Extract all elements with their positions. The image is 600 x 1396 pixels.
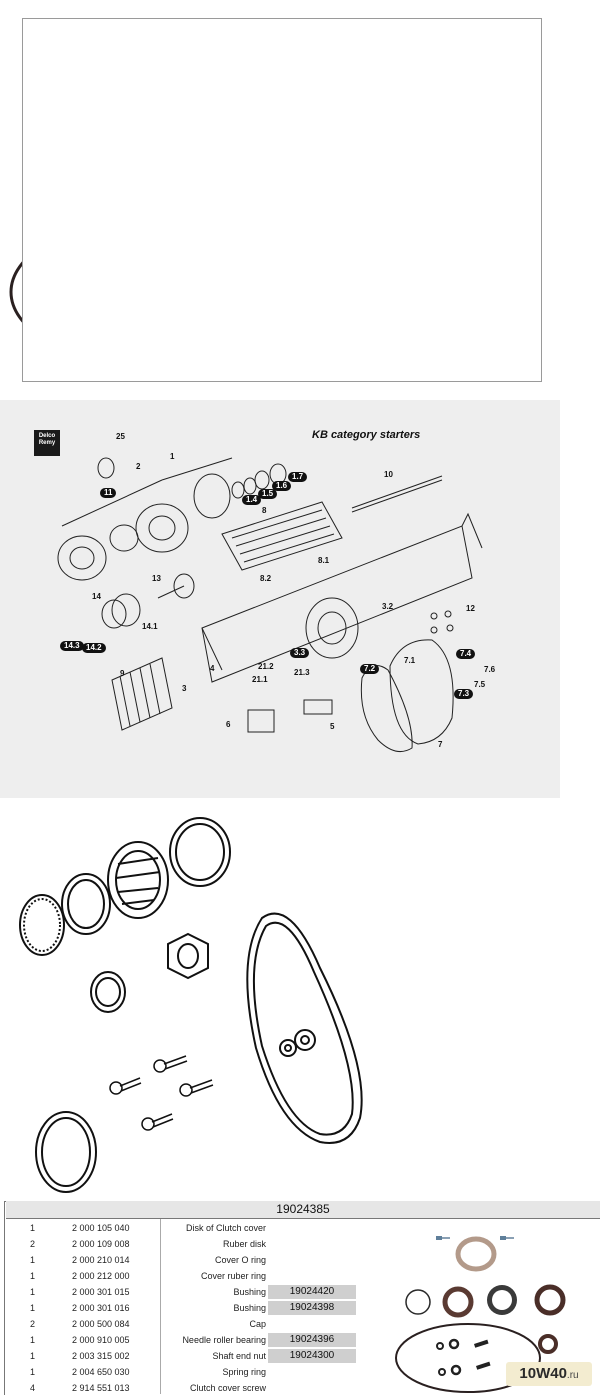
clutch-cover-screw (153, 1055, 188, 1073)
quantity-cell: 1 (30, 1255, 36, 1265)
part-code-cell: 2 000 301 015 (72, 1287, 130, 1297)
description-cell: Spring ring (222, 1367, 266, 1377)
spring-ring (19, 894, 65, 956)
quantity-cell: 2 (30, 1239, 36, 1249)
part-code-cell: 2 004 650 030 (72, 1367, 130, 1377)
part-code-cell: 2 000 109 008 (72, 1239, 130, 1249)
exploded-diagram (22, 18, 542, 382)
description-cell: Bushing (233, 1287, 266, 1297)
clutch-cover-screw (179, 1079, 214, 1097)
column-divider (160, 1219, 161, 1394)
part-code-cell: 2 000 910 005 (72, 1335, 130, 1345)
diagram-title: KB category starters (312, 429, 421, 441)
bolt-icon (436, 1236, 450, 1240)
quantity-cell: 1 (30, 1223, 36, 1233)
shaft-end-nut (167, 932, 209, 980)
clutch-cover-disk (35, 1111, 97, 1193)
table-row: 1 2 000 105 040 Disk of Clutch cover (6, 1220, 600, 1236)
description-cell: Bushing (233, 1303, 266, 1313)
large-o-ring (246, 912, 363, 1144)
description-cell: Disk of Clutch cover (185, 1223, 266, 1233)
clutch-cover-disk (455, 1236, 497, 1272)
part-code-cell: 2 000 105 040 (72, 1223, 130, 1233)
reference-number-cell: 19024398 (268, 1301, 356, 1315)
quantity-cell: 1 (30, 1287, 36, 1297)
part-code-cell: 2 914 551 013 (72, 1383, 130, 1393)
table-row: 1 2 004 650 030 Spring ring (6, 1364, 600, 1380)
kit-number-header: 19024385 (6, 1201, 600, 1219)
table-row: 1 2 000 210 014 Cover O ring (6, 1252, 600, 1268)
kit-thumbnail (395, 1236, 566, 1393)
quantity-cell: 1 (30, 1303, 36, 1313)
reference-number-cell: 19024396 (268, 1333, 356, 1347)
reference-number-cell: 19024420 (268, 1285, 356, 1299)
part-code-cell: 2 003 315 002 (72, 1351, 130, 1361)
table-row: 4 2 914 551 013 Clutch cover screw (6, 1380, 600, 1396)
cover-ruber-ring (61, 873, 111, 935)
exploded-diagram-panel (0, 400, 560, 798)
quantity-cell: 1 (30, 1351, 36, 1361)
part-code-cell: 2 000 500 084 (72, 1319, 130, 1329)
bushing-drawing (90, 971, 126, 1013)
description-cell: Cover O ring (214, 1255, 266, 1265)
delco-remy-logo: Delco Remy (34, 430, 60, 456)
description-cell: Clutch cover screw (189, 1383, 266, 1393)
quantity-cell: 1 (30, 1271, 36, 1281)
bushing-drawing (169, 817, 231, 887)
description-cell: Shaft end nut (212, 1351, 266, 1361)
table-row: 1 2 000 212 000 Cover ruber ring (6, 1268, 600, 1284)
reference-number-cell: 19024300 (268, 1349, 356, 1363)
quantity-cell: 2 (30, 1319, 36, 1329)
clutch-cover-screw (141, 1113, 174, 1131)
seal-kit-line-drawing (19, 817, 363, 1193)
description-cell: Needle roller bearing (182, 1335, 266, 1345)
part-code-cell: 2 000 301 016 (72, 1303, 130, 1313)
part-code-cell: 2 000 210 014 (72, 1255, 130, 1265)
description-cell: Ruber disk (222, 1239, 266, 1249)
description-cell: Cap (249, 1319, 266, 1329)
clutch-cover-screw (109, 1077, 142, 1095)
table-row: 2 2 000 500 084 Cap (6, 1316, 600, 1332)
exploded-diagram-drawing (57, 457, 483, 753)
part-code-cell: 2 000 212 000 (72, 1271, 130, 1281)
site-watermark: 10W40.ru (506, 1362, 592, 1386)
quantity-cell: 1 (30, 1335, 36, 1345)
quantity-cell: 4 (30, 1383, 36, 1393)
description-cell: Cover ruber ring (200, 1271, 266, 1281)
needle-roller-bearing (107, 841, 169, 919)
bolt-icon (500, 1236, 514, 1240)
quantity-cell: 1 (30, 1367, 36, 1377)
table-row: 2 2 000 109 008 Ruber disk (6, 1236, 600, 1252)
